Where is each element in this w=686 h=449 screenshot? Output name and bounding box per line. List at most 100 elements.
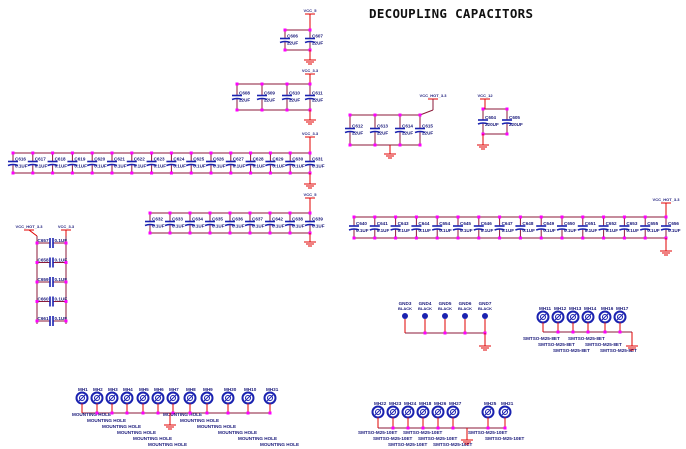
ground-symbol (477, 141, 489, 150)
capacitor-value: 0.1UF (173, 164, 186, 169)
capacitor-ref: C631 (312, 157, 323, 162)
junction-dot (373, 236, 377, 240)
capacitor-plate (126, 163, 138, 167)
net-port: VCC_5 (304, 192, 317, 199)
mounting-hole-part: SMTSO-M25-10ET (468, 430, 508, 435)
net-label: VCC_3.3 (302, 68, 319, 73)
capacitor-value: 0.1UF (232, 224, 245, 229)
net-port: VCC_HOT_3.3 (653, 197, 680, 204)
mounting-hole-ref: MH26 (434, 401, 447, 406)
capacitor-value: 0.1UF (272, 224, 285, 229)
mounting-hole: MH2 (90, 387, 104, 405)
junction-dot (148, 211, 152, 215)
mounting-hole-ref: MH14 (584, 306, 597, 311)
junction-dot (246, 411, 250, 415)
junction-dot (586, 330, 590, 334)
sheet-title: DECOUPLING CAPACITORS (369, 6, 533, 21)
capacitor-plate (86, 163, 98, 167)
mounting-hole-ref: MH22 (374, 401, 387, 406)
junction-dot (150, 171, 154, 175)
capacitor-value: 22UF (287, 41, 298, 46)
capacitor-ref: C618 (55, 157, 66, 162)
capacitor-ref: C617 (35, 157, 46, 162)
capacitor-plate (185, 163, 197, 167)
mounting-hole-slash (601, 313, 609, 321)
capacitor-plate (431, 228, 443, 231)
ground-symbol (304, 56, 316, 65)
capacitor-value: 0.1UF (292, 224, 305, 229)
capacitor-value: 0.1UF (35, 164, 48, 169)
capacitor-plate (245, 163, 256, 167)
capacitor-ref: C627 (233, 157, 244, 162)
junction-dot (209, 171, 213, 175)
mounting-hole-ref: MH13 (569, 306, 582, 311)
junction-dot (435, 215, 439, 219)
mounting-hole: MH11 (536, 306, 551, 324)
mounting-hole-slash (389, 408, 397, 416)
junction-dot (249, 171, 253, 175)
mounting-hole-part: MOUNTING HOLE (238, 436, 277, 441)
mounting-hole-center (109, 395, 115, 401)
net-label: VCC_12 (477, 93, 493, 98)
capacitor-plate (144, 223, 156, 227)
capacitor-plate (304, 97, 316, 101)
capacitor-plate (660, 228, 672, 231)
capacitor-plate (265, 163, 276, 167)
capacitor-value: 0.1UF (253, 164, 266, 169)
capacitor-ref: C628 (253, 157, 264, 162)
capacitor-ref: C656 (668, 221, 679, 226)
capacitor-value: 0.1UF (377, 228, 390, 233)
junction-dot (130, 171, 134, 175)
capacitor-ref: C613 (377, 124, 388, 129)
mounting-hole-slash (616, 313, 624, 321)
junction-dot (90, 171, 94, 175)
junction-dot (64, 300, 68, 303)
junction-dot (268, 231, 272, 235)
mounting-hole-ref: MH16 (601, 306, 614, 311)
junction-dot (571, 330, 575, 334)
mounting-hole-group: MH22SMTSO-M25-10ETMH23SMTSO-M25-10ETMH24… (358, 401, 525, 447)
junction-dot (518, 215, 522, 219)
mounting-hole-part: SMTSO-M25-10ET (418, 436, 458, 441)
capacitor-value: 22UF (264, 98, 275, 103)
mounting-hole-slash (569, 313, 577, 321)
junction-dot (398, 143, 402, 147)
junction-dot (498, 236, 502, 240)
mounting-hole-ref: MH27 (449, 401, 462, 406)
capacitor-ref: C629 (272, 157, 283, 162)
capacitor-ref: C624 (173, 157, 184, 162)
capacitor-plate (515, 228, 526, 231)
capacitor-ref: C634 (192, 217, 203, 222)
junction-dot (150, 151, 154, 155)
mounting-hole-center (245, 395, 251, 401)
mounting-hole: MH24 (401, 401, 417, 419)
capacitor-ref: C660 (38, 297, 49, 302)
junction-dot (31, 151, 35, 155)
decoupling-group: VCC_HOT_3.3C61222UFC61322UFC61422UFC6152… (344, 93, 447, 159)
test-point-pad (462, 313, 468, 319)
mounting-hole-part: MOUNTING HOLE (72, 412, 111, 417)
capacitor-value: 0.1UF (152, 224, 165, 229)
mounting-hole-part: MOUNTING HOLE (148, 442, 187, 447)
mounting-hole-ref: MH10 (244, 387, 257, 392)
junction-dot (308, 151, 312, 155)
capacitor-ref: C615 (422, 124, 433, 129)
mounting-hole-ref: MH31 (266, 387, 279, 392)
junction-dot (64, 241, 68, 245)
junction-dot (228, 231, 232, 235)
junction-dot (283, 28, 287, 32)
